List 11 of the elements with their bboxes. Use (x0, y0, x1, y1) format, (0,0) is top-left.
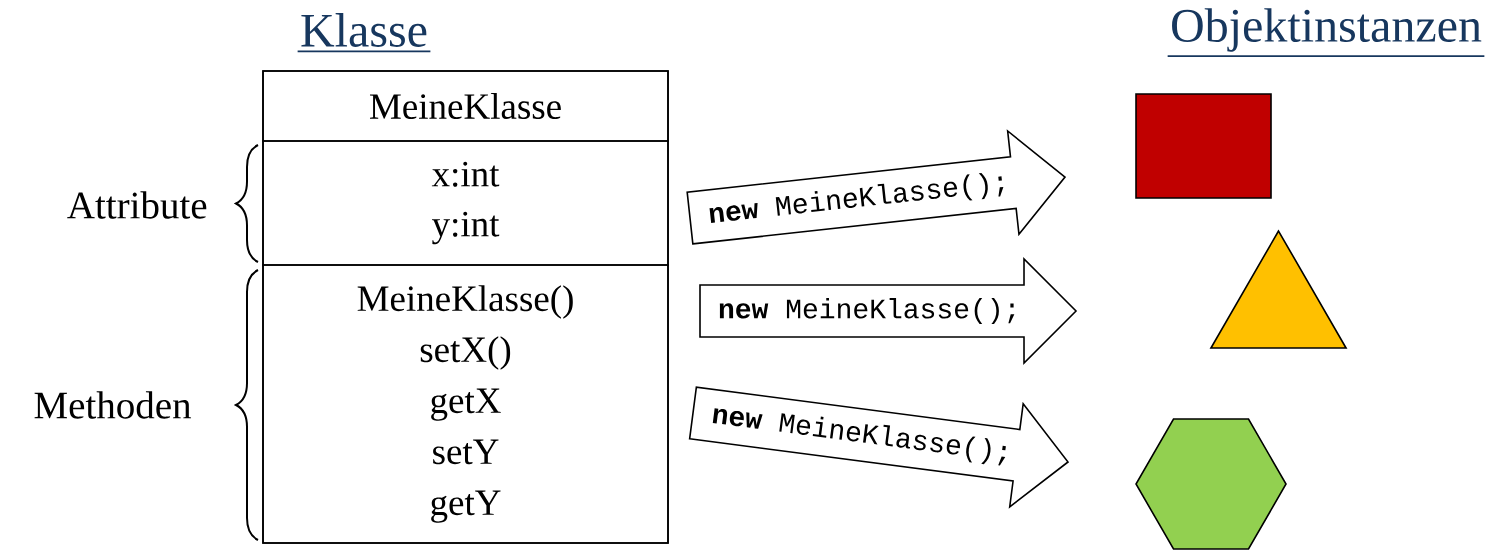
attribute-box: x:int y:int (262, 140, 669, 266)
edge-label: new MeineKlasse(); (716, 295, 1023, 327)
heading: Objektinstanzen (1166, 8, 1486, 58)
heading: Klasse (296, 13, 432, 53)
edge-label: new MeineKlasse(); (704, 167, 1013, 232)
method-box: MeineKlasse() setX() getX setY getY (262, 264, 669, 544)
brace-label: Attribute (67, 191, 207, 219)
hexagon-shape (1135, 418, 1287, 550)
brace-label: Methoden (34, 391, 192, 419)
square-shape (1135, 93, 1272, 199)
class-name-box: MeineKlasse (262, 70, 669, 142)
